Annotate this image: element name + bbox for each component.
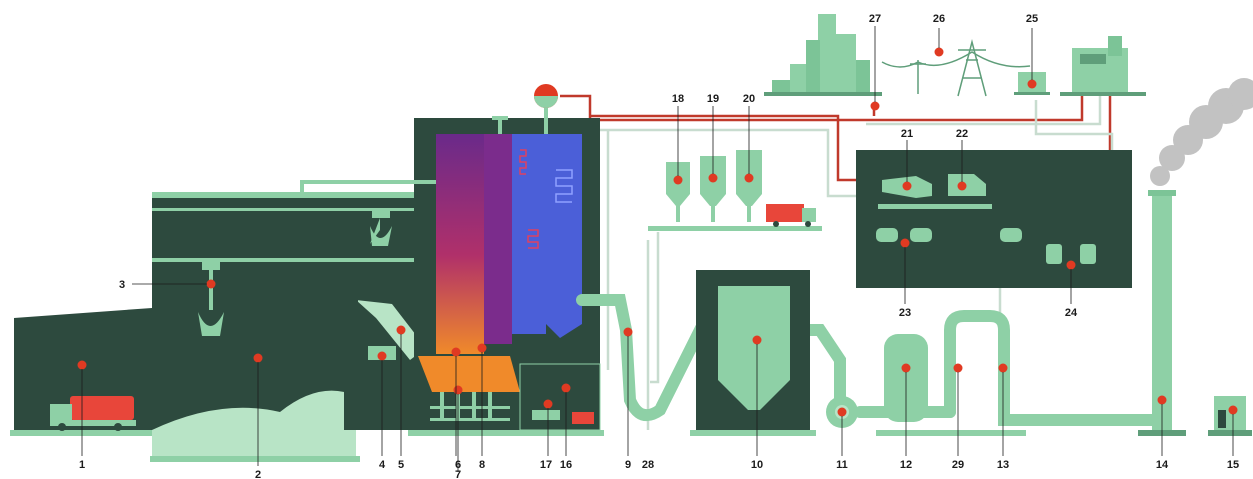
label-15: 15 xyxy=(1227,459,1239,471)
label-11: 11 xyxy=(836,459,848,471)
steam-drum xyxy=(534,84,558,134)
marker-5 xyxy=(396,325,406,335)
leader-lines xyxy=(81,26,1234,472)
label-25: 25 xyxy=(1026,13,1038,25)
factory xyxy=(1060,36,1146,96)
marker-19 xyxy=(708,173,718,183)
label-7: 7 xyxy=(455,469,461,479)
marker-16 xyxy=(561,383,571,393)
label-19: 19 xyxy=(707,93,719,105)
label-10: 10 xyxy=(751,459,763,471)
waste-crane-lower xyxy=(198,262,224,336)
condensers xyxy=(876,228,1022,242)
label-29: 29 xyxy=(952,459,964,471)
marker-17 xyxy=(543,399,553,409)
label-2: 2 xyxy=(255,469,261,479)
label-24: 24 xyxy=(1065,307,1078,319)
label-18: 18 xyxy=(672,93,684,105)
marker-24 xyxy=(1066,260,1076,270)
label-22: 22 xyxy=(956,128,968,140)
label-20: 20 xyxy=(743,93,755,105)
radiation-pass xyxy=(484,134,512,344)
garbage-truck xyxy=(50,396,136,431)
label-12: 12 xyxy=(900,459,912,471)
bottom-ash-bay xyxy=(519,363,601,431)
boiler-house xyxy=(300,84,604,436)
label-5: 5 xyxy=(398,459,404,471)
marker-10 xyxy=(752,335,762,345)
marker-18 xyxy=(673,175,683,185)
marker-12 xyxy=(901,363,911,373)
waste-bunker xyxy=(150,192,414,462)
tipping-hall xyxy=(10,308,156,436)
number-labels: 1 2 3 4 5 6 7 8 9 10 11 12 13 14 15 16 1… xyxy=(79,13,1239,479)
label-26: 26 xyxy=(933,13,945,25)
emissions-monitor-hut xyxy=(1208,396,1252,436)
marker-25 xyxy=(1027,79,1037,89)
label-14: 14 xyxy=(1156,459,1169,471)
furnace-chamber xyxy=(436,134,484,354)
marker-22 xyxy=(957,181,967,191)
power-line xyxy=(881,39,1031,97)
label-1: 1 xyxy=(79,459,85,471)
city-skyline xyxy=(764,14,882,96)
marker-2 xyxy=(253,353,263,363)
marker-26 xyxy=(934,47,944,57)
turbine-hall xyxy=(856,150,1132,288)
electrostatic-precipitator xyxy=(690,270,816,436)
label-9: 9 xyxy=(625,459,631,471)
marker-7 xyxy=(453,385,463,395)
marker-23 xyxy=(900,238,910,248)
marker-15 xyxy=(1228,405,1238,415)
marker-6 xyxy=(451,347,461,357)
convection-pass xyxy=(512,134,546,334)
superheater xyxy=(546,134,582,338)
component-markers xyxy=(77,47,1238,417)
label-4: 4 xyxy=(379,459,386,471)
generator xyxy=(948,174,986,196)
marker-9 xyxy=(623,327,633,337)
feedwater-tanks xyxy=(1046,244,1096,264)
marker-13 xyxy=(998,363,1008,373)
marker-11 xyxy=(837,407,847,417)
smoke-plume xyxy=(1150,78,1253,186)
label-6: 6 xyxy=(455,459,461,471)
ground-segment-scrubber xyxy=(876,430,1026,436)
marker-3 xyxy=(206,279,216,289)
label-27: 27 xyxy=(869,13,881,25)
marker-8 xyxy=(477,343,487,353)
marker-21 xyxy=(902,181,912,191)
label-3: 3 xyxy=(119,279,125,291)
marker-27 xyxy=(870,101,880,111)
label-8: 8 xyxy=(479,459,485,471)
label-21: 21 xyxy=(901,128,913,140)
residue-truck xyxy=(766,204,816,227)
grate xyxy=(418,356,520,392)
label-28: 28 xyxy=(642,459,654,471)
waste-crane-upper xyxy=(370,210,392,246)
label-17: 17 xyxy=(540,459,552,471)
marker-20 xyxy=(744,173,754,183)
marker-4 xyxy=(377,351,387,361)
label-23: 23 xyxy=(899,307,911,319)
marker-1 xyxy=(77,360,87,370)
marker-14 xyxy=(1157,395,1167,405)
label-13: 13 xyxy=(997,459,1009,471)
label-16: 16 xyxy=(560,459,572,471)
marker-29 xyxy=(953,363,963,373)
